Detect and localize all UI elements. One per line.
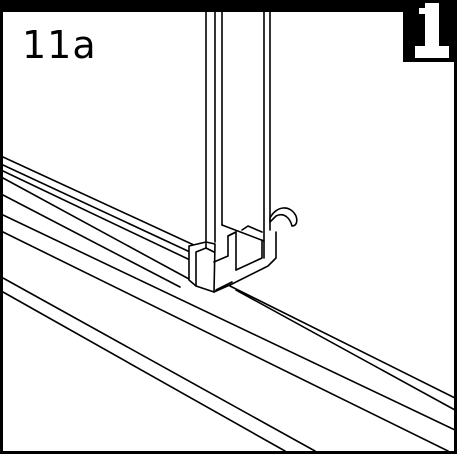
part-side-glyph bbox=[403, 0, 457, 62]
bottom-rail bbox=[2, 156, 197, 260]
header-bar bbox=[0, 0, 457, 12]
part-side-icon bbox=[403, 0, 457, 62]
bottom-guide-cap bbox=[188, 225, 277, 293]
guide-clip bbox=[269, 207, 298, 227]
step-number-label: 11a bbox=[22, 23, 97, 67]
glass-panel-profile bbox=[205, 11, 271, 259]
shower-tray-lines bbox=[2, 177, 456, 452]
